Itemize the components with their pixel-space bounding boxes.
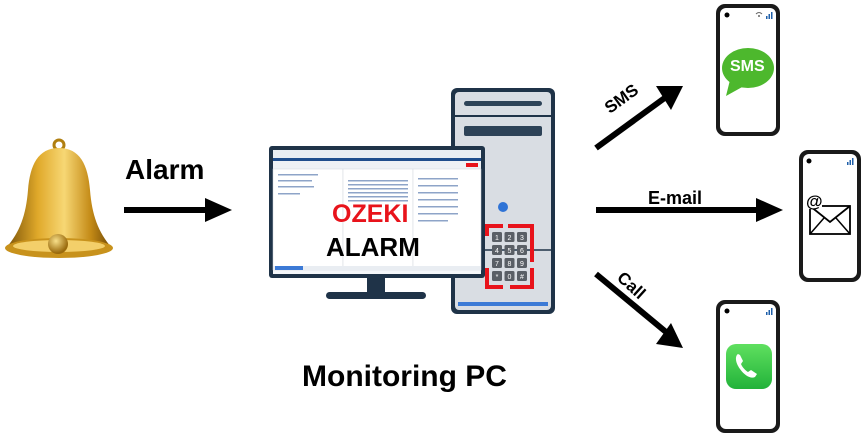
sms-icon-text: SMS [730,58,765,75]
phone-call [716,300,780,433]
sms-arrow [594,86,683,151]
keypad-key [517,245,527,255]
keypad-key [517,232,527,242]
alarm-brand-label: ALARM [326,232,420,262]
signal-icon [766,12,773,19]
alarm-arrow [124,198,232,222]
sms-bubble-icon [722,48,774,96]
phone-email [799,150,861,282]
email-at-text: @ [806,192,823,211]
keypad-key [492,258,502,268]
keypad-key [504,271,515,281]
email-label: E-mail [648,188,703,208]
keypad-key-label: 3 [520,235,524,242]
keypad-key [504,245,515,255]
keypad: 1 2 3 4 5 6 7 8 9 * 0 # [485,224,534,289]
keypad-key-label: # [520,274,524,281]
keypad-key-label: 2 [508,235,512,242]
keypad-key [517,258,527,268]
email-arrow [596,198,783,222]
alarm-label: Alarm [125,154,205,185]
keypad-key [492,271,502,281]
monitor [269,146,485,299]
call-arrow [594,271,683,348]
keypad-key-label: 8 [508,261,512,268]
email-envelope-icon [806,195,851,235]
power-button-icon [498,202,508,212]
keypad-key [504,232,515,242]
diagram-title: Monitoring PC [302,360,507,393]
ozeki-brand-label: OZEKI [332,200,409,228]
keypad-key-label: 0 [508,274,512,281]
phone-sms [716,4,780,136]
keypad-key-label: 5 [508,248,512,255]
keypad-key [492,232,502,242]
phone-call-icon [726,344,772,389]
keypad-key-label: 7 [495,261,499,268]
keypad-key-label: 9 [520,261,524,268]
keypad-key-label: 1 [495,235,499,242]
wifi-icon [755,12,763,17]
bell-icon [5,138,113,258]
keypad-key [517,271,527,281]
keypad-key-label: * [496,274,499,281]
keypad-key [504,258,515,268]
keypad-key-label: 6 [520,248,524,255]
keypad-key [492,245,502,255]
keypad-key-label: 4 [495,248,499,255]
